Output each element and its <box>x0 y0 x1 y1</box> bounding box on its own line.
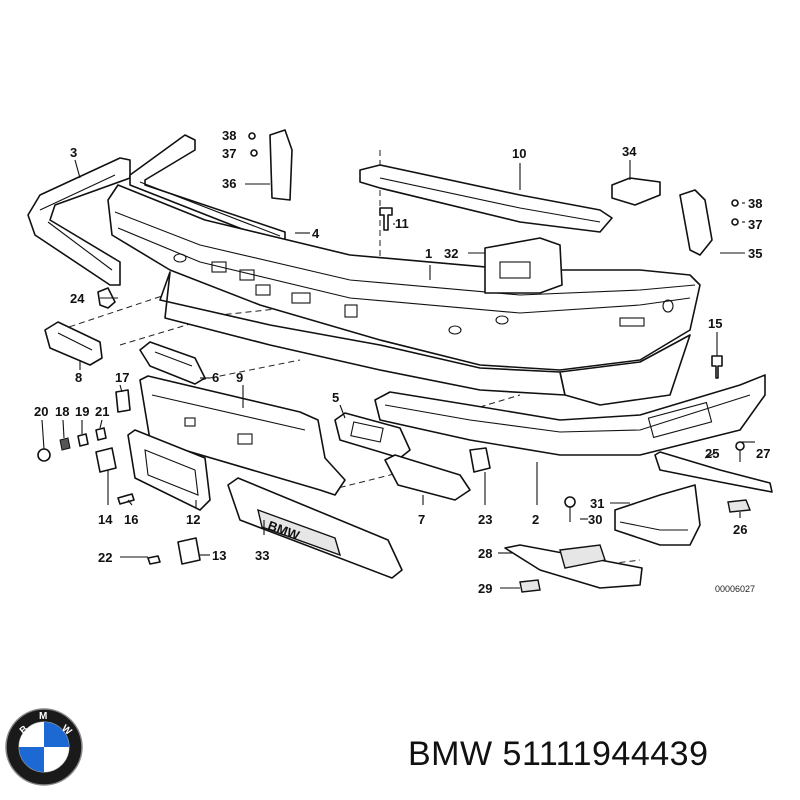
callout-35: 35 <box>748 246 762 261</box>
parts-diagram: BMW <box>27 128 773 596</box>
callout-38-left: 38 <box>222 128 236 143</box>
callout-36: 36 <box>222 176 236 191</box>
part-7-trim <box>384 454 471 501</box>
callout-3: 3 <box>70 145 77 160</box>
callout-27: 27 <box>756 446 770 461</box>
callout-9: 9 <box>236 370 243 385</box>
callout-38-right: 38 <box>748 196 762 211</box>
part-title: BMW 51111944439 <box>408 735 708 774</box>
leader-lines <box>41 159 755 589</box>
part-3-side-strip <box>27 157 131 286</box>
part-28-lower-cover <box>504 544 643 589</box>
part-35-bracket <box>679 189 713 256</box>
callout-26: 26 <box>733 522 747 537</box>
callout-14: 14 <box>98 512 113 527</box>
callout-25: 25 <box>705 446 719 461</box>
part-25-rail <box>654 451 773 493</box>
part-36-bracket <box>269 129 293 201</box>
callout-21: 21 <box>95 404 109 419</box>
part-23-clip <box>469 447 491 473</box>
part-29-clip <box>519 579 541 593</box>
callout-31: 31 <box>590 496 604 511</box>
fasteners <box>37 132 745 565</box>
part-17-clip <box>115 389 131 413</box>
callout-15: 15 <box>708 316 722 331</box>
callout-20: 20 <box>34 404 48 419</box>
callout-labels: 3 38 37 36 4 10 11 1 32 34 38 37 35 24 8… <box>34 128 770 596</box>
callout-12: 12 <box>186 512 200 527</box>
callout-1: 1 <box>425 246 432 261</box>
part-26-clip <box>727 499 751 513</box>
callout-16: 16 <box>124 512 138 527</box>
part-5-bracket <box>334 412 411 459</box>
callout-17: 17 <box>115 370 129 385</box>
callout-34: 34 <box>622 144 637 159</box>
callout-4: 4 <box>312 226 320 241</box>
callout-7: 7 <box>418 512 425 527</box>
callout-13: 13 <box>212 548 226 563</box>
callout-24: 24 <box>70 291 85 306</box>
brand-name: BMW <box>408 735 493 773</box>
callout-19: 19 <box>75 404 89 419</box>
callout-2: 2 <box>532 512 539 527</box>
callout-33: 33 <box>255 548 269 563</box>
callout-6: 6 <box>212 370 219 385</box>
callout-30: 30 <box>588 512 602 527</box>
part-14-plate <box>95 447 117 473</box>
part-1-main-bumper <box>107 184 701 406</box>
callout-37-right: 37 <box>748 217 762 232</box>
callout-8: 8 <box>75 370 82 385</box>
svg-text:M: M <box>39 711 47 722</box>
part-34-clip <box>611 177 661 206</box>
callout-37-left: 37 <box>222 146 236 161</box>
bmw-logo-icon: B M W <box>5 708 83 786</box>
part-9-plate-holder <box>139 375 346 496</box>
callout-29: 29 <box>478 581 492 596</box>
callout-23: 23 <box>478 512 492 527</box>
part-13-plate <box>177 537 201 565</box>
part-32-bracket <box>484 237 563 294</box>
callout-5: 5 <box>332 390 339 405</box>
callout-10: 10 <box>512 146 526 161</box>
callout-28: 28 <box>478 546 492 561</box>
part-8-bracket <box>44 321 103 366</box>
part-4-trim-strip <box>129 134 286 241</box>
callout-11: 11 <box>395 216 409 231</box>
part-31-air-duct <box>614 484 701 546</box>
part-33-grille: BMW <box>227 477 403 579</box>
part-2-lower-spoiler <box>374 374 766 456</box>
callout-18: 18 <box>55 404 69 419</box>
drawing-code: 00006027 <box>715 584 755 594</box>
part-number: 51111944439 <box>502 735 709 773</box>
callout-22: 22 <box>98 550 112 565</box>
callout-32: 32 <box>444 246 458 261</box>
part-10-reinforcement <box>359 164 613 233</box>
part-12-plate-base <box>127 429 211 511</box>
